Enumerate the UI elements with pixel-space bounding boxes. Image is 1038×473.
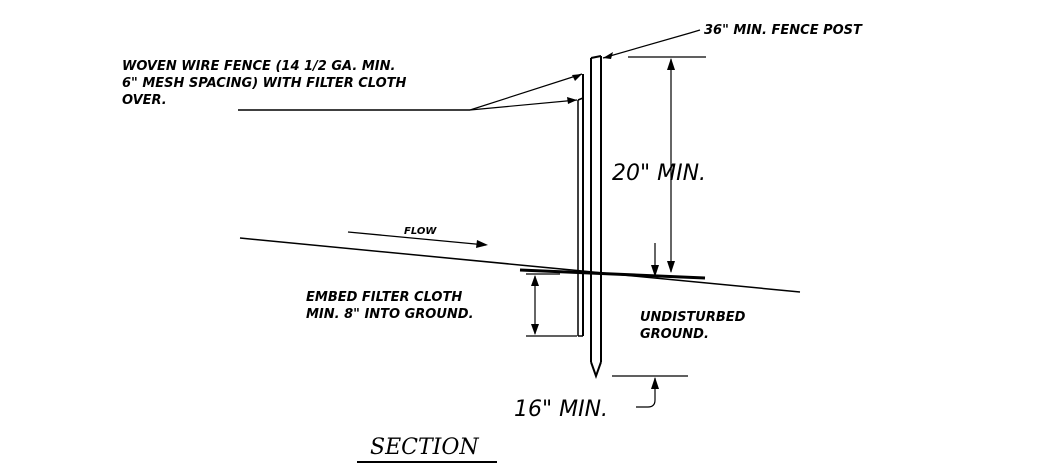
dimension-20-min-label: 20" MIN. bbox=[612, 161, 706, 186]
dimension-16-min-label: 16" MIN. bbox=[514, 397, 608, 422]
dimension-embed-8-min bbox=[526, 273, 577, 337]
section-title: SECTION bbox=[370, 435, 479, 460]
woven-wire-label-line1: WOVEN WIRE FENCE (14 1/2 GA. MIN. bbox=[122, 59, 395, 74]
flow-label: FLOW bbox=[404, 226, 437, 237]
embed-label-line1: EMBED FILTER CLOTH bbox=[306, 290, 462, 305]
ground-line-at-fence bbox=[519, 268, 706, 280]
woven-wire-leader bbox=[238, 73, 583, 111]
woven-wire-label-line2: 6" MESH SPACING) WITH FILTER CLOTH bbox=[122, 76, 407, 91]
undisturbed-label-line1: UNDISTURBED bbox=[640, 310, 746, 325]
flow-arrow bbox=[347, 231, 488, 248]
dimension-20-min bbox=[628, 56, 706, 277]
fence-post bbox=[590, 55, 602, 379]
undisturbed-label-line2: GROUND. bbox=[640, 327, 709, 342]
woven-wire-label-line3: OVER. bbox=[122, 93, 167, 108]
fence-post-label: 36" MIN. FENCE POST bbox=[704, 23, 863, 38]
fence-post-leader bbox=[602, 29, 701, 59]
woven-wire-fence-filter-cloth bbox=[577, 74, 584, 337]
embed-label-line2: MIN. 8" INTO GROUND. bbox=[306, 307, 474, 322]
dimension-16-min bbox=[612, 375, 688, 408]
ground-line bbox=[239, 237, 801, 293]
